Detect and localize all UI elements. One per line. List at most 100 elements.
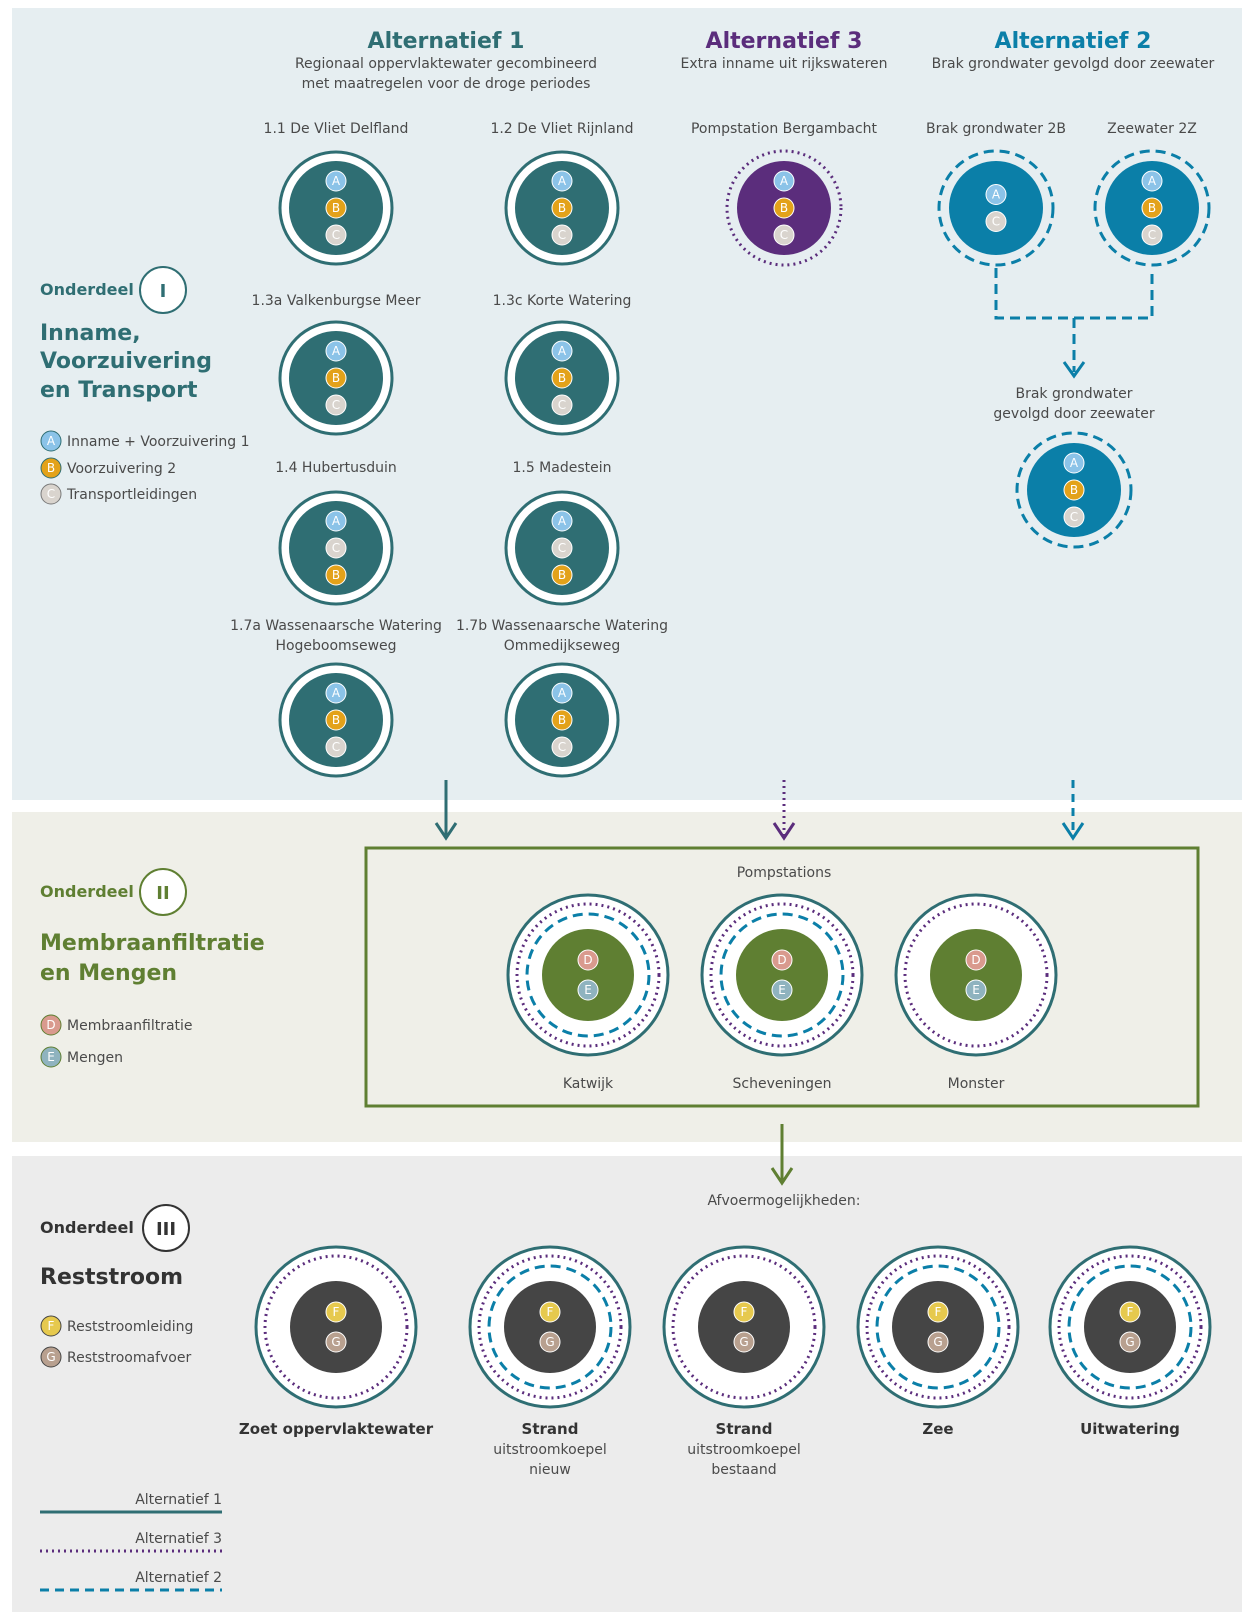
alt1-node-letter-b: B: [558, 713, 566, 727]
outlet-label: Zoet oppervlaktewater: [239, 1420, 434, 1438]
legend-d-letter: D: [46, 1018, 55, 1032]
outlet-letter-g: G: [331, 1335, 340, 1349]
section-1-title-line2: Voorzuivering: [40, 349, 212, 374]
alt1-node-letter-b-circle: [325, 367, 347, 389]
outlet-letter-f-circle: [1119, 1301, 1141, 1323]
legend-g-letter: G: [46, 1350, 55, 1364]
section-3-onderdeel: Onderdeel: [40, 1218, 134, 1237]
legend-b-letter: B: [47, 461, 55, 475]
alt1-node-label: 1.3c Korte Watering: [493, 293, 632, 309]
station-ring-alt2: [719, 912, 845, 1038]
station-letter-e: E: [584, 983, 592, 997]
outlet-letter-g-circle: [325, 1331, 347, 1353]
alt2-combined-letter-c: C: [1070, 510, 1078, 524]
alt1-node-letter-a: A: [558, 344, 567, 358]
alt2-combined-letter-c-circle: [1063, 506, 1085, 528]
outlet-letter-f: F: [935, 1305, 942, 1319]
line-legend-alt1-label: Alternatief 1: [135, 1492, 222, 1508]
outlet-letter-f: F: [1127, 1305, 1134, 1319]
alt1-node-letter-b-circle: [325, 564, 347, 586]
section-1-numeral: I: [160, 281, 167, 302]
alt3-node-letter-a-circle: [773, 170, 795, 192]
legend-a-label: Inname + Voorzuivering 1: [67, 434, 250, 450]
alt2-combined-letter-b-circle: [1063, 479, 1085, 501]
alt1-node-letter-b: B: [332, 371, 340, 385]
alt1-node-letter-c: C: [332, 228, 340, 242]
outlet-letter-f-circle: [733, 1301, 755, 1323]
alt1-node-letter-b-circle: [551, 709, 573, 731]
alt1-node-letter-a: A: [558, 514, 567, 528]
station-letter-d: D: [971, 953, 980, 967]
alt1-node-label: 1.2 De Vliet Rijnland: [490, 121, 633, 137]
alt2-node-letter-c: C: [992, 215, 1000, 229]
section-2-numeral-circle: [139, 868, 187, 916]
alt1-node-label: 1.7a Wassenaarsche Watering: [230, 618, 442, 634]
section-3-numeral: III: [156, 1219, 176, 1240]
station-letter-e: E: [778, 983, 786, 997]
alt2-subtitle: Brak grondwater gevolgd door zeewater: [932, 56, 1215, 72]
line-legend: Alternatief 1 Alternatief 3 Alternatief …: [40, 1492, 222, 1592]
alt1-node-letter-b: B: [558, 371, 566, 385]
alt1-subtitle-line2: met maatregelen voor de droge periodes: [302, 76, 591, 92]
alt2-combined-label-line2: gevolgd door zeewater: [993, 406, 1154, 422]
station-core: [542, 929, 634, 1021]
alt1-node-letter-b: B: [332, 568, 340, 582]
section-2-title-line1: Membraanfiltratie: [40, 931, 265, 956]
alt2-combined-label: Brak grondwater: [1015, 386, 1132, 402]
outlet-letter-g-circle: [733, 1331, 755, 1353]
alt1-node-letter-b: B: [558, 568, 566, 582]
station-letter-d-circle: [771, 949, 793, 971]
section-2-title-line2: en Mengen: [40, 961, 177, 986]
alt3-node-letter-b-circle: [773, 197, 795, 219]
legend-f-letter: F: [48, 1319, 55, 1333]
alt1-node-letter-a: A: [332, 686, 341, 700]
alt2-node-letter-a: A: [1148, 174, 1157, 188]
alt2-node-letter-a-circle: [985, 184, 1007, 205]
station-core: [736, 929, 828, 1021]
arrow-alt3-down: [772, 780, 796, 841]
alt2-node-label: Brak grondwater 2B: [926, 121, 1066, 137]
outlet-core: [1084, 1281, 1176, 1373]
station-letter-e-circle: [577, 979, 599, 1001]
alt1-subtitle-line1: Regionaal oppervlaktewater gecombineerd: [295, 56, 597, 72]
alt1-node-letter-a-circle: [551, 340, 573, 362]
alt2-connector-arrowhead: [1062, 361, 1086, 379]
alt1-node-label: 1.4 Hubertusduin: [275, 460, 397, 476]
outlet-core: [892, 1281, 984, 1373]
outlet-label: Zee: [922, 1420, 953, 1438]
outlet-letter-g: G: [933, 1335, 942, 1349]
alt1-node: 1.7a Wassenaarsche WateringHogeboomseweg…: [230, 618, 442, 778]
legend-e-label: Mengen: [67, 1050, 123, 1066]
legend-c-letter: C: [47, 487, 55, 501]
alt1-node-letter-b-circle: [325, 197, 347, 219]
outlet-label: Strand: [716, 1420, 773, 1438]
outlet-label: Strand: [522, 1420, 579, 1438]
alt3-node-letter-a: A: [780, 174, 789, 188]
alt3-node-label: Pompstation Bergambacht: [691, 121, 878, 137]
alt3-node-letter-c: C: [780, 228, 788, 242]
legend-d-label: Membraanfiltratie: [67, 1018, 193, 1034]
alt2-title: Alternatief 2: [995, 29, 1152, 54]
outlet-ring-alt3: [1057, 1254, 1203, 1400]
section-3-background: [12, 1156, 1242, 1612]
alt3-node-letter-c-circle: [773, 224, 795, 246]
alt3-title: Alternatief 3: [706, 29, 863, 54]
outlet-label-line2: uitstroomkoepel: [687, 1442, 800, 1458]
alt1-node-letter-b-circle: [551, 197, 573, 219]
alt1-node-letter-a: A: [558, 686, 567, 700]
legend-b-label: Voorzuivering 2: [67, 461, 176, 477]
station-letter-d: D: [583, 953, 592, 967]
alt1-node-letter-c-circle: [551, 736, 573, 758]
arrow-alt1-down: [434, 780, 458, 841]
outlet-letter-f: F: [547, 1305, 554, 1319]
outlet-core: [698, 1281, 790, 1373]
